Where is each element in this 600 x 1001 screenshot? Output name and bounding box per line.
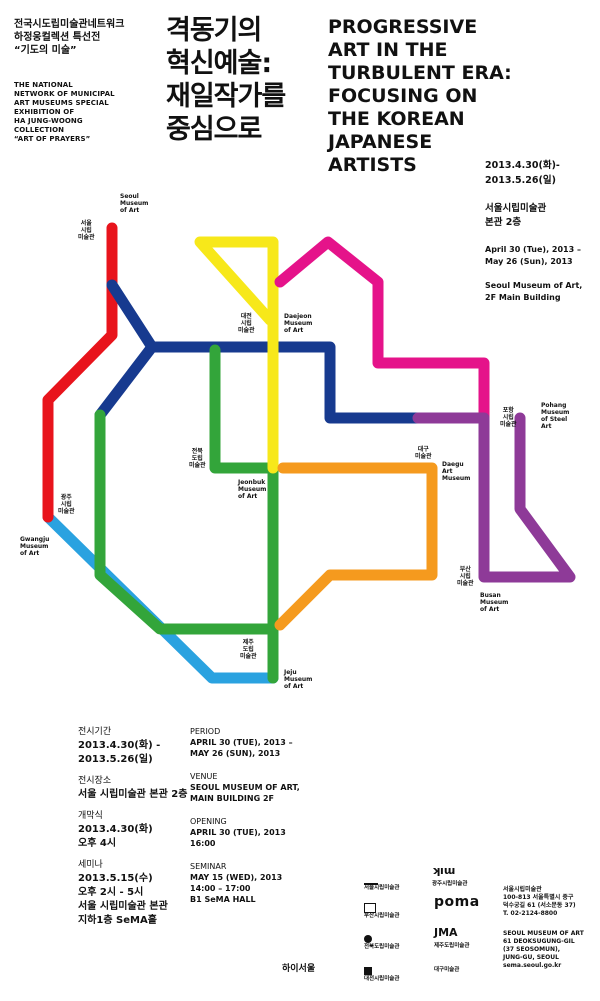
- label-daejeon-ko: 대전 시립 미술관: [238, 313, 255, 334]
- label-jeonbuk-en: Jeonbuk Museum of Art: [238, 479, 267, 500]
- label-gwangju-ko: 광주 시립 미술관: [58, 494, 75, 515]
- opening-heading-ko: 개막식: [78, 811, 103, 821]
- label-daegu-en: Daegu Art Museum: [442, 461, 471, 482]
- period-value-en: APRIL 30 (TUE), 2013 – MAY 26 (SUN), 201…: [190, 738, 293, 758]
- ko-subtitle: 전국시도립미술관네트워크 하정웅컬렉션 특선전 “기도의 미술”: [14, 18, 124, 57]
- en-subtitle-line: ART MUSEUMS SPECIAL: [14, 99, 109, 107]
- logo-daegu: 대구미술관: [434, 967, 460, 973]
- date-english: April 30 (Tue), 2013 – May 26 (Sun), 201…: [485, 245, 581, 266]
- logo-poma: poma: [434, 894, 480, 910]
- line-purple: [412, 412, 576, 583]
- en-subtitle-line: HA JUNG-WOONG: [14, 117, 83, 125]
- opening-heading-en: OPENING: [190, 817, 227, 826]
- seminar-heading-ko: 세미나: [78, 860, 103, 870]
- venue-heading-en: VENUE: [190, 772, 218, 781]
- en-subtitle-line: COLLECTION: [14, 126, 65, 134]
- seminar-value-en: MAY 15 (WED), 2013 14:00 – 17:00 B1 SeMA…: [190, 873, 283, 904]
- en-subtitle-line: “ART OF PRAYERS”: [14, 135, 91, 143]
- venue-value-ko: 서울 시립미술관 본관 2층: [78, 789, 188, 800]
- venue-value-en: SEOUL MUSEUM OF ART, MAIN BUILDING 2F: [190, 783, 300, 803]
- logo-jeju: JMA 제주도립미술관: [434, 926, 470, 949]
- seminar-heading-en: SEMINAR: [190, 862, 227, 871]
- date-korean: 2013.4.30(화)- 2013.5.26(일): [485, 160, 560, 186]
- ko-subtitle-line: 전국시도립미술관네트워크: [14, 19, 125, 30]
- address-english: SEOUL MUSEUM OF ART 61 DEOKSUGUNG-GIL (3…: [503, 930, 584, 969]
- jeju-logo-icon: JMA: [434, 926, 458, 939]
- label-pohang-en: Pohang Museum of Steel Art: [541, 402, 570, 430]
- venue-heading-ko: 전시장소: [78, 776, 112, 786]
- venue-english: Seoul Museum of Art, 2F Main Building: [485, 281, 583, 302]
- logo-jeonbuk: 전북도립미술관: [364, 928, 399, 951]
- details-english: PERIOD APRIL 30 (TUE), 2013 – MAY 26 (SU…: [190, 726, 300, 905]
- seoul-logo-icon: [364, 875, 378, 885]
- line-magenta: [274, 236, 490, 424]
- label-pohang-ko: 포항 시립 미술관: [500, 407, 517, 428]
- jeonbuk-logo-icon: [364, 935, 372, 943]
- line-yellow: [194, 236, 279, 474]
- en-subtitle-line: EXHIBITION OF: [14, 108, 75, 116]
- gwangju-logo-icon: ʞıɯ: [432, 864, 456, 877]
- period-value-ko: 2013.4.30(화) - 2013.5.26(일): [78, 740, 161, 765]
- en-subtitle-line: NETWORK OF MUNICIPAL: [14, 90, 115, 98]
- line-orange: [274, 462, 438, 631]
- en-subtitle-line: THE NATIONAL: [14, 81, 73, 89]
- seminar-value-ko: 2013.5.15(수) 오후 2시 - 5시 서울 시립미술관 본관 지하1층…: [78, 873, 168, 926]
- title-english: PROGRESSIVE ART IN THE TURBULENT ERA: FO…: [328, 16, 512, 176]
- ko-subtitle-line: 하정웅컬렉션 특선전: [14, 32, 101, 43]
- label-jeju-ko: 제주 도립 미술관: [240, 639, 257, 660]
- line-navy: [94, 279, 424, 424]
- label-daejeon-en: Daejeon Museum of Art: [284, 313, 313, 334]
- details-korean: 전시기간 2013.4.30(화) - 2013.5.26(일) 전시장소 서울…: [78, 726, 187, 928]
- line-green: [94, 344, 279, 684]
- label-jeju-en: Jeju Museum of Art: [284, 669, 313, 690]
- address-korean: 서울시립미술관 100-813 서울특별시 중구 덕수궁길 61 (서소문동 3…: [503, 886, 576, 917]
- daejeon-logo-icon: [364, 967, 372, 975]
- logo-daejeon: 대전시립미술관: [364, 960, 399, 983]
- en-subtitle: THE NATIONAL NETWORK OF MUNICIPAL ART MU…: [14, 81, 115, 144]
- ko-subtitle-line: “기도의 미술”: [14, 45, 77, 56]
- opening-value-ko: 2013.4.30(화) 오후 4시: [78, 824, 153, 849]
- period-heading-ko: 전시기간: [78, 727, 112, 737]
- period-heading-en: PERIOD: [190, 727, 221, 736]
- label-jeonbuk-ko: 전북 도립 미술관: [189, 448, 206, 469]
- opening-value-en: APRIL 30 (TUE), 2013 16:00: [190, 828, 286, 848]
- venue-korean: 서울시립미술관 본관 2층: [485, 203, 547, 228]
- title-korean: 격동기의 혁신예술: 재일작가를 중심으로: [166, 15, 286, 145]
- logo-gwangju: ʞıɯ 광주시립미술관: [432, 864, 468, 887]
- label-daegu-ko: 대구 미술관: [415, 446, 432, 460]
- logo-busan: 부산시립미술관: [364, 896, 399, 920]
- logo-seoul: 서울시립미술관: [364, 868, 399, 892]
- label-seoul-en: Seoul Museum of Art: [120, 193, 149, 214]
- busan-logo-icon: [364, 903, 376, 913]
- label-busan-en: Busan Museum of Art: [480, 592, 509, 613]
- logo-hiseoul: 하이서울: [282, 964, 316, 974]
- label-busan-ko: 부산 시립 미술관: [457, 566, 474, 587]
- label-seoul-ko: 서울 시립 미술관: [78, 220, 95, 241]
- label-gwangju-en: Gwangju Museum of Art: [20, 536, 50, 557]
